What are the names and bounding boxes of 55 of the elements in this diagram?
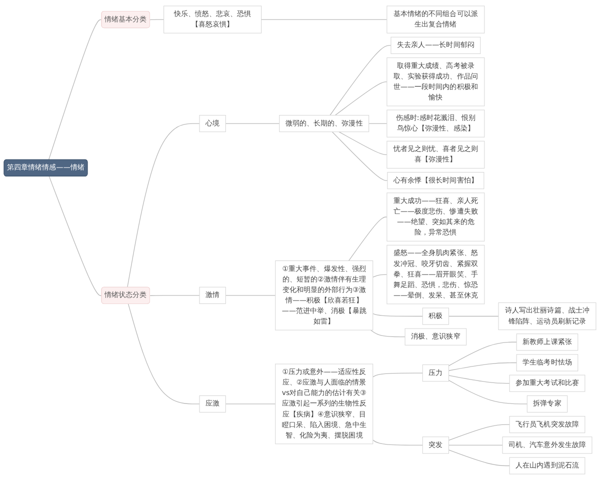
connector bbox=[372, 313, 423, 317]
connector bbox=[332, 132, 388, 181]
connector bbox=[260, 19, 388, 20]
connector bbox=[372, 440, 423, 446]
connector bbox=[150, 295, 200, 296]
node-box bbox=[526, 395, 568, 412]
node-box bbox=[279, 115, 370, 132]
connector bbox=[338, 132, 388, 156]
node-box bbox=[498, 302, 596, 330]
node-box bbox=[386, 140, 485, 169]
node-box bbox=[404, 328, 467, 346]
connector bbox=[448, 450, 510, 466]
node-box bbox=[422, 308, 449, 325]
node-box bbox=[199, 286, 226, 304]
connector bbox=[150, 19, 164, 20]
connector bbox=[368, 123, 388, 124]
connector bbox=[372, 372, 423, 378]
connector bbox=[225, 123, 280, 124]
node-box bbox=[275, 364, 374, 444]
connector bbox=[448, 380, 528, 404]
connector bbox=[370, 330, 406, 338]
connector bbox=[448, 444, 503, 446]
node-box bbox=[386, 192, 485, 242]
connector bbox=[448, 375, 510, 384]
connector bbox=[448, 362, 517, 371]
connector bbox=[372, 274, 388, 278]
connector bbox=[448, 424, 510, 441]
connector bbox=[330, 45, 392, 116]
connector bbox=[334, 82, 388, 116]
node-box bbox=[386, 244, 485, 304]
node-box bbox=[509, 374, 586, 392]
node-box bbox=[386, 110, 485, 138]
node-box bbox=[386, 57, 485, 106]
node-box bbox=[422, 364, 449, 382]
connector bbox=[128, 304, 200, 404]
node-box bbox=[199, 115, 226, 132]
connector bbox=[48, 19, 102, 160]
connector bbox=[448, 316, 499, 317]
connector bbox=[348, 216, 388, 262]
node-box bbox=[164, 6, 262, 34]
node-box bbox=[502, 436, 592, 454]
node-box bbox=[387, 172, 484, 190]
node-box bbox=[516, 354, 578, 372]
connector bbox=[225, 295, 276, 296]
connector bbox=[48, 176, 102, 296]
node-box bbox=[275, 260, 374, 330]
connector bbox=[127, 123, 200, 288]
node-box bbox=[509, 457, 586, 474]
node-box bbox=[199, 395, 226, 412]
node-box bbox=[386, 6, 485, 34]
node-box bbox=[509, 416, 586, 434]
node-box bbox=[516, 334, 578, 351]
connector bbox=[448, 342, 517, 366]
node-box bbox=[390, 36, 481, 54]
node-box bbox=[422, 436, 449, 454]
